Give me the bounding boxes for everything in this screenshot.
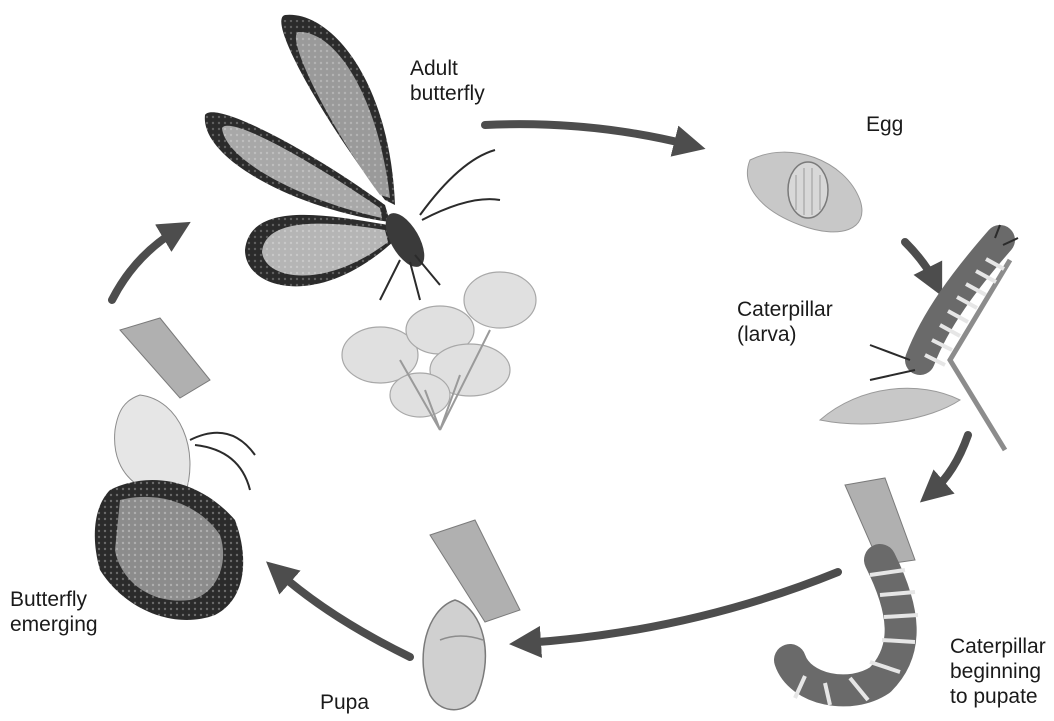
adult-butterfly-illustration — [200, 15, 536, 430]
pupa-illustration — [423, 520, 520, 710]
chrysalis — [423, 600, 485, 710]
prepupa-illustration — [790, 478, 918, 705]
arrow-emerging-to-adult — [112, 230, 177, 300]
arrow-pupa-to-emerging — [278, 572, 410, 657]
label-adult-butterfly: Adult butterfly — [410, 56, 485, 106]
label-pupa: Pupa — [320, 690, 369, 715]
label-caterpillar-beginning-to-pupate: Caterpillar beginning to pupate — [950, 634, 1046, 709]
butterfly-antennae — [420, 150, 500, 220]
prepupa-body — [790, 560, 901, 690]
label-egg: Egg — [866, 112, 903, 137]
emerging-butterfly-illustration — [95, 318, 255, 630]
arrow-adult-to-egg — [485, 124, 690, 145]
arrow-prepupa-to-pupa — [525, 572, 838, 643]
label-caterpillar-larva: Caterpillar (larva) — [737, 297, 833, 347]
label-butterfly-emerging: Butterfly emerging — [10, 587, 98, 637]
arrow-caterpillar-to-prepupa — [932, 435, 968, 492]
arrow-egg-to-caterpillar — [905, 242, 935, 282]
butterfly-wings — [200, 15, 400, 310]
egg-shape — [788, 162, 828, 218]
egg-illustration — [747, 152, 861, 232]
